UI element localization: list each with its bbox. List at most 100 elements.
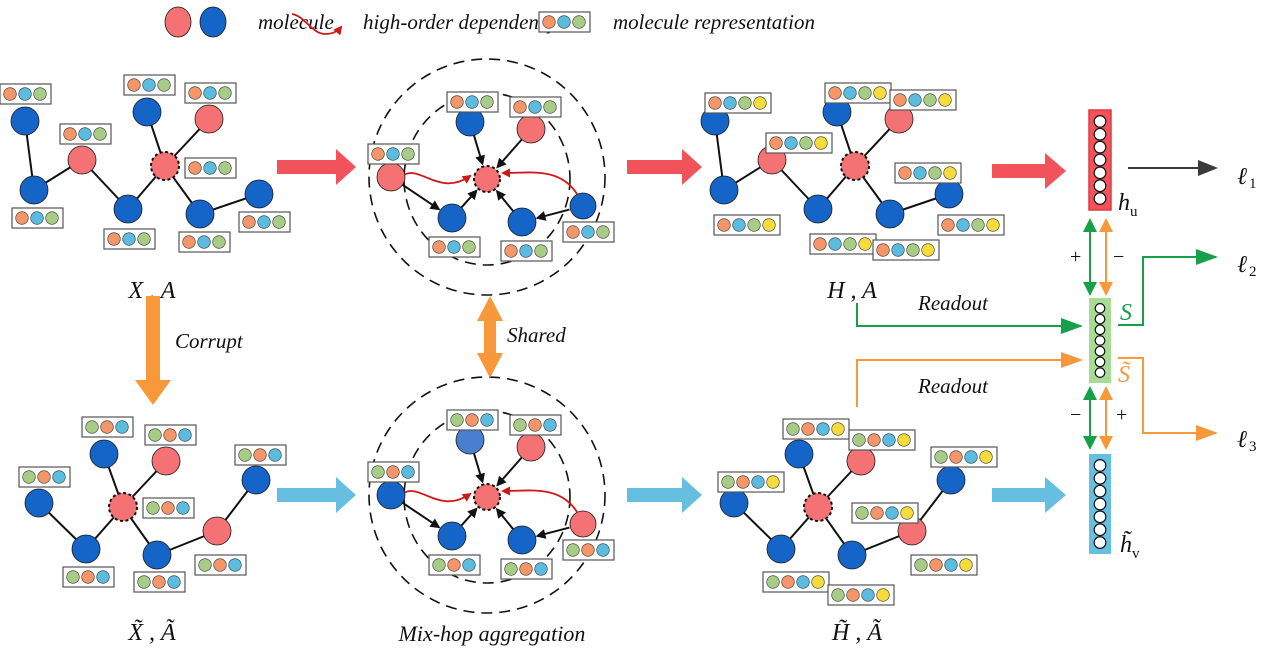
feature-dot-green [831, 588, 845, 602]
loss2-arrow [1118, 249, 1218, 326]
feature-dot-blue [96, 570, 110, 584]
target-molecule-node [840, 151, 870, 181]
feature-dot-green [157, 78, 171, 92]
encoder-top [367, 58, 615, 296]
feature-dot-blue [115, 420, 129, 434]
feature-dot-green [738, 96, 752, 110]
corrupted-output-graph [717, 418, 998, 606]
representation-vector [872, 239, 940, 261]
molecule-node-blue [24, 488, 54, 518]
feature-dot-green [843, 237, 857, 251]
feature-dot-orange [504, 244, 518, 258]
feature-dot-orange [528, 418, 542, 432]
aggregation-arrow [535, 526, 570, 539]
feature-dot-orange [513, 100, 527, 114]
molecule-node-blue [376, 480, 406, 510]
feature-dot-orange [781, 575, 795, 589]
feature-dot-green [799, 136, 813, 150]
readout-top-label: Readout [917, 291, 989, 315]
molecule-node-blue [113, 194, 143, 224]
feature-dot-blue [78, 127, 92, 141]
high-order-dependency-arrow [501, 486, 578, 513]
feature-dot-blue [167, 575, 181, 589]
feature-dot-orange [81, 570, 95, 584]
feature-dot-yellow [959, 558, 973, 572]
feature-dot-blue [964, 450, 978, 464]
sign-positive-bottom: + [1116, 404, 1127, 426]
embedding-cell [1093, 140, 1107, 154]
feature-dot-orange [828, 86, 842, 100]
feature-dot-blue [52, 470, 66, 484]
output-graph [700, 82, 1005, 261]
feature-dot-blue [268, 448, 282, 462]
embedding-cell [1093, 510, 1107, 524]
aggregation-arrow [473, 453, 485, 484]
feature-dot-orange [371, 147, 385, 161]
feature-dot-orange [152, 575, 166, 589]
feature-dot-blue [480, 413, 494, 427]
molecule-node-blue [244, 179, 274, 209]
feature-dot-orange [898, 166, 912, 180]
feature-dot-orange [542, 15, 556, 29]
embedding-cell [1093, 153, 1107, 167]
embedding-cell [1094, 356, 1106, 368]
loss3-arrow [1118, 357, 1218, 441]
molecule-node-blue [10, 106, 40, 136]
feature-dot-yellow [876, 588, 890, 602]
high-order-dependency-arrow [403, 490, 472, 503]
feature-dot-yellow [873, 86, 887, 100]
feature-dot-orange [450, 95, 464, 109]
feature-dot-yellow [986, 218, 1000, 232]
feature-vector-icon [538, 11, 591, 33]
feature-dot-blue [816, 422, 830, 436]
feature-dot-orange [769, 136, 783, 150]
embedding-cell [1093, 192, 1107, 206]
feature-dot-orange [213, 558, 227, 572]
sign-positive-top: + [1070, 246, 1081, 268]
feature-dot-green [137, 232, 151, 246]
feature-dot-yellow [938, 93, 952, 107]
feature-dot-green [218, 86, 232, 100]
feature-dot-green [721, 475, 735, 489]
representation-vector [133, 571, 186, 593]
feature-dot-blue [751, 475, 765, 489]
representation-vector [717, 471, 785, 493]
corrupt-label: Corrupt [175, 329, 244, 353]
feature-dot-blue [30, 211, 44, 225]
hu-embedding-vector [1088, 109, 1112, 211]
feature-dot-orange [519, 562, 533, 576]
shared-label: Shared [507, 323, 566, 347]
feature-dot-orange [929, 558, 943, 572]
molecule-node-blue [71, 534, 101, 564]
feature-dot-green [198, 558, 212, 572]
flow-arrow-encoder-to-corrupted-output [627, 477, 702, 513]
legend-molecule-label: molecule [258, 10, 334, 34]
output-graph-caption: H , A [826, 278, 877, 304]
representation-vector [538, 11, 591, 33]
embedding-cell [1094, 345, 1106, 357]
feature-dot-yellow [831, 422, 845, 436]
feature-dot-orange [447, 558, 461, 572]
feature-dot-green [572, 15, 586, 29]
feature-dot-orange [949, 450, 963, 464]
feature-dot-green [45, 211, 59, 225]
representation-vector [848, 429, 916, 451]
molecule-node-red [569, 510, 597, 538]
feature-dot-green [22, 470, 36, 484]
feature-dot-blue [519, 244, 533, 258]
aggregation-arrow [535, 208, 570, 221]
feature-dot-blue [796, 575, 810, 589]
feature-dot-green [914, 558, 928, 572]
representation-vector [827, 584, 895, 606]
representation-vector [194, 554, 247, 576]
feature-dot-green [852, 433, 866, 447]
readout-top-line [856, 303, 1083, 334]
embedding-cell [1093, 127, 1107, 141]
representation-vector [562, 221, 615, 243]
representation-vector [428, 236, 481, 258]
representation-vector [142, 497, 195, 519]
representation-vector [930, 446, 998, 468]
summary-vector [1089, 298, 1111, 383]
aggregation-arrow [495, 507, 514, 530]
feature-dot-yellow [766, 475, 780, 489]
